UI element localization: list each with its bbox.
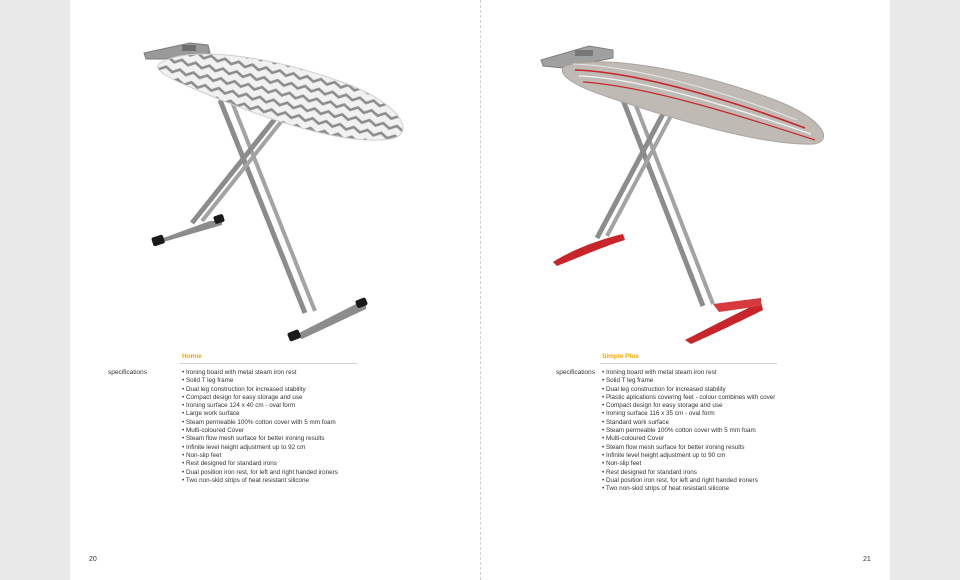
- feature-item: • Steam permeable 100% cotton cover with…: [182, 418, 336, 426]
- simple-plus-ironing-board-image: [540, 45, 824, 344]
- right-title-rule: [600, 363, 777, 364]
- left-product-name: Homie: [182, 353, 202, 360]
- left-specifications-label: specifications: [108, 369, 148, 376]
- feature-item: • Standard work surface: [602, 418, 669, 426]
- feature-item: • Steam flow mesh surface for better iro…: [182, 435, 325, 443]
- feature-item: • Ironing surface 124 x 40 cm - oval for…: [182, 402, 296, 410]
- feature-item: • Plastic aplications covering feet - co…: [602, 393, 776, 401]
- feature-item: • Compact design for easy storage and us…: [182, 393, 303, 401]
- feature-item: • Multi-coloured Cover: [602, 435, 665, 443]
- feature-item: • Two non-skid strips of heat resistant …: [182, 476, 310, 484]
- feature-item: • Compact design for easy storage and us…: [602, 402, 723, 410]
- feature-item: • Steam permeable 100% cotton cover with…: [602, 427, 756, 435]
- feature-item: • Solid T leg frame: [602, 377, 654, 385]
- right-page-number: 21: [863, 556, 871, 563]
- left-page-number: 20: [89, 556, 97, 563]
- left-feature-list: • Ironing board with metal steam iron re…: [182, 369, 338, 485]
- feature-item: • Ironing board with metal steam iron re…: [602, 369, 717, 376]
- feature-item: • Rest designed for standard irons: [182, 460, 277, 468]
- right-product-name: Simple Plus: [602, 353, 639, 360]
- feature-item: • Ironing board with metal steam iron re…: [182, 369, 297, 376]
- feature-item: • Dual leg construction for increased st…: [602, 385, 726, 393]
- feature-item: • Infinite level height adjustment up to…: [602, 451, 726, 459]
- left-title-rule: [180, 363, 357, 364]
- feature-item: • Infinite level height adjustment up to…: [182, 443, 306, 451]
- feature-item: • Dual position iron rest, for left and …: [602, 476, 758, 484]
- feature-item: • Multi-coloured Cover: [182, 427, 245, 435]
- feature-item: • Non-slip feet: [182, 451, 222, 459]
- feature-item: • Solid T leg frame: [182, 377, 234, 385]
- feature-item: • Two non-skid strips of heat resistant …: [602, 485, 730, 493]
- feature-item: • Dual leg construction for increased st…: [182, 385, 306, 393]
- homie-ironing-board-image: [143, 42, 404, 342]
- feature-item: • Rest designed for standard irons: [602, 468, 697, 476]
- feature-item: • Non-slip feet: [602, 460, 642, 468]
- feature-item: • Ironing surface 116 x 35 cm - oval for…: [602, 410, 715, 418]
- feature-item: • Steam flow mesh surface for better iro…: [602, 443, 745, 451]
- page-fold-divider: [480, 0, 481, 580]
- feature-item: • Dual position iron rest, for left and …: [182, 468, 338, 476]
- feature-item: • Large work surface: [182, 410, 240, 418]
- right-feature-list: • Ironing board with metal steam iron re…: [602, 369, 775, 493]
- right-specifications-label: specifications: [556, 369, 596, 376]
